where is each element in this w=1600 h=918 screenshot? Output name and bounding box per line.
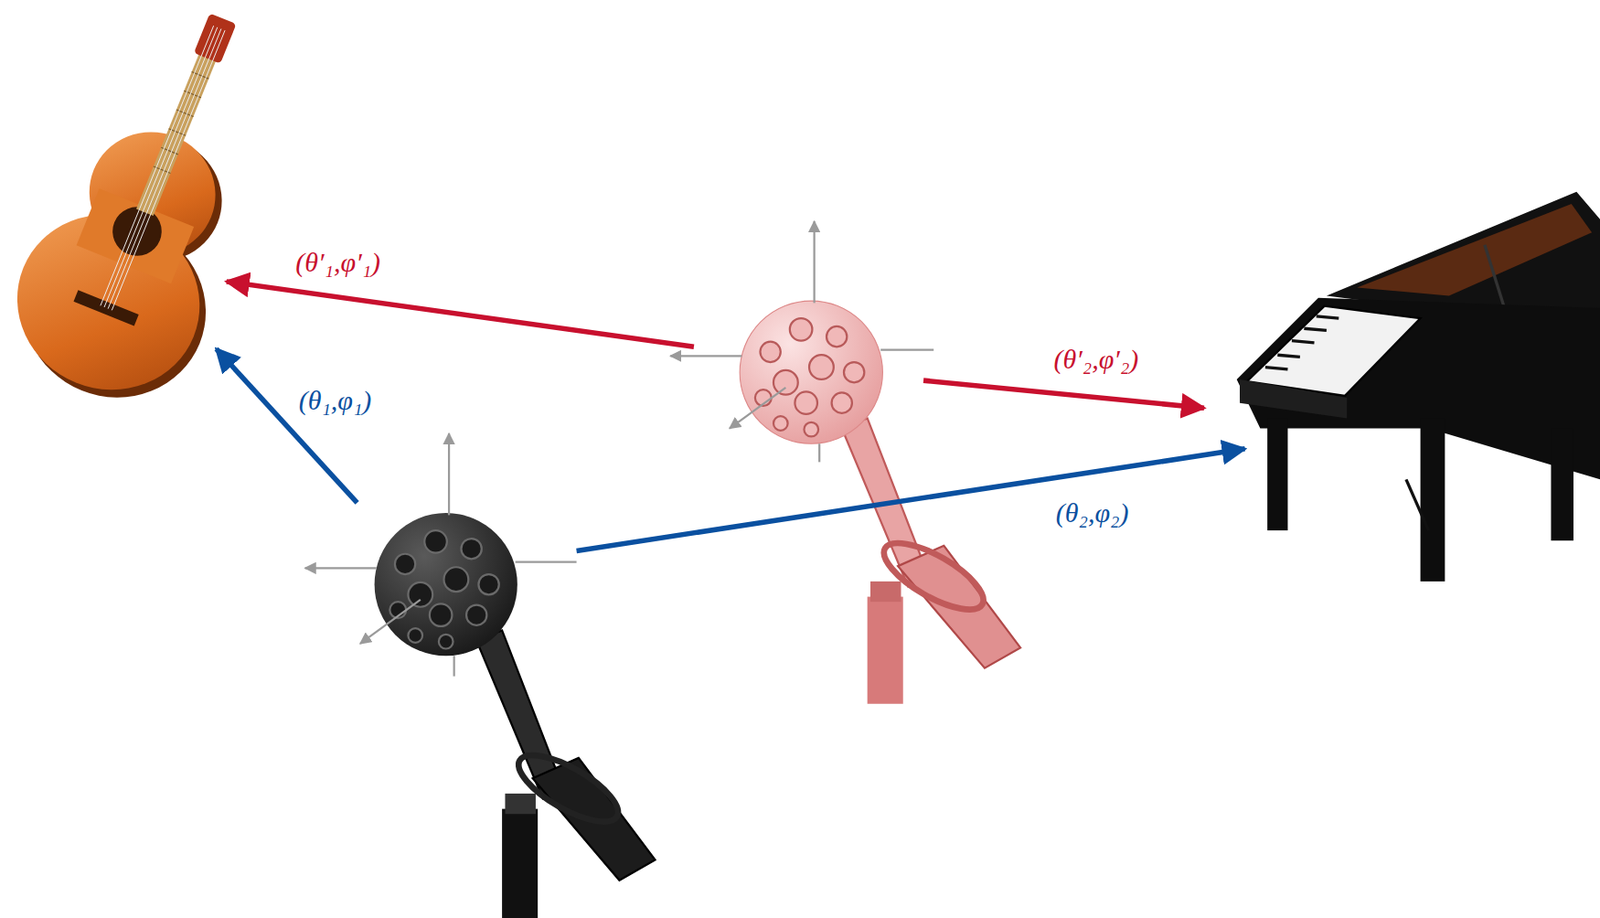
piano-illustration-part	[1239, 379, 1347, 418]
red-microphone	[670, 221, 1021, 719]
piano-illustration	[1237, 192, 1600, 582]
black-microphone-part-part	[360, 599, 421, 644]
piano-illustration-part	[1247, 306, 1421, 396]
direction-arrows	[216, 281, 1246, 552]
red-microphone-part-part	[832, 392, 853, 413]
black-microphone-part	[504, 793, 535, 814]
guitar-illustration-part	[76, 188, 195, 284]
piano-illustration-part-part	[1316, 316, 1340, 319]
red-microphone-part-part	[874, 530, 993, 622]
black-microphone-part-part	[466, 605, 487, 626]
black-microphone-part	[509, 742, 628, 834]
red-microphone-part-part	[880, 349, 934, 352]
red-microphone-part-part	[794, 391, 818, 415]
angle-label: (θ′₂,φ′₂)	[1051, 343, 1142, 376]
guitar-illustration-part	[153, 72, 209, 174]
red-microphone-part	[670, 221, 934, 462]
piano-illustration-part	[1265, 316, 1339, 370]
piano-illustration-part	[1550, 428, 1574, 542]
black-microphone-part-part	[305, 566, 377, 569]
black-microphone-part	[374, 512, 518, 656]
red-microphone-part-part	[826, 326, 847, 347]
red-microphone-part-part	[789, 318, 813, 342]
piano-illustration-part	[1420, 417, 1446, 581]
red-microphone-part-part	[813, 221, 816, 303]
guitar-illustration-part-part	[107, 28, 222, 309]
black-microphone-part-part	[460, 538, 481, 559]
red-microphone-part	[739, 300, 883, 444]
red-microphone-part-part	[803, 422, 819, 438]
piano-illustration-part	[1237, 298, 1600, 480]
red-microphone-part-part	[843, 362, 864, 383]
black-microphone-part	[501, 809, 538, 918]
piano-illustration-part-part	[1303, 328, 1327, 331]
black-microphone-part-part	[429, 603, 453, 627]
guitar-illustration-part-part	[111, 30, 225, 310]
black-microphone-part	[389, 530, 499, 649]
red-microphone-part	[755, 318, 864, 437]
direction-arrows-part	[226, 281, 694, 347]
guitar-illustration-part-part	[100, 25, 214, 306]
black-microphone-part-part	[478, 574, 499, 595]
piano-illustration-part-part	[1291, 341, 1315, 343]
guitar-illustration-part	[100, 25, 225, 310]
red-microphone-part-part	[773, 416, 789, 431]
guitar-illustration	[0, 0, 316, 426]
red-microphone-part-part	[809, 354, 834, 380]
red-microphone-part-part	[870, 581, 901, 602]
red-microphone-part-part	[818, 443, 821, 462]
guitar-illustration-part	[193, 12, 237, 64]
direction-arrows-part	[576, 448, 1246, 552]
black-microphone	[305, 433, 656, 918]
red-microphone-part	[842, 417, 1021, 704]
black-microphone-part-part	[424, 530, 448, 554]
black-microphone-part-part	[407, 628, 423, 643]
angle-label: (θ₂,φ₂)	[1053, 497, 1132, 530]
red-microphone-part-part	[729, 387, 786, 429]
red-microphone-part-part	[759, 341, 780, 363]
guitar-illustration-part	[73, 289, 139, 326]
piano-illustration-part-part	[1277, 354, 1301, 357]
black-microphone-part-part	[453, 655, 456, 676]
guitar-illustration-part	[0, 187, 226, 417]
angle-label: (θ₁,φ₁)	[296, 384, 375, 417]
black-microphone-part	[305, 433, 577, 677]
direction-arrows-part	[216, 349, 358, 503]
guitar-illustration-part-part	[104, 27, 218, 308]
black-microphone-part-part	[407, 582, 433, 608]
angle-label: (θ′₁,φ′₁)	[292, 246, 384, 279]
guitar-illustration-part	[136, 53, 217, 216]
black-microphone-part-part	[394, 554, 416, 575]
piano-illustration-part-part	[1265, 367, 1289, 370]
piano-illustration-part	[1356, 203, 1592, 296]
red-microphone-part-part	[867, 597, 904, 704]
black-microphone-part-part	[515, 561, 577, 564]
black-microphone-part-part	[438, 634, 454, 650]
red-microphone-part-part	[670, 354, 742, 357]
direction-arrows-part	[923, 380, 1205, 408]
piano-illustration-part	[1267, 417, 1288, 531]
black-microphone-part-part	[443, 566, 469, 592]
piano-illustration-part	[1406, 479, 1430, 531]
black-microphone-part-part	[448, 433, 450, 515]
red-microphone-part-part	[773, 370, 799, 395]
